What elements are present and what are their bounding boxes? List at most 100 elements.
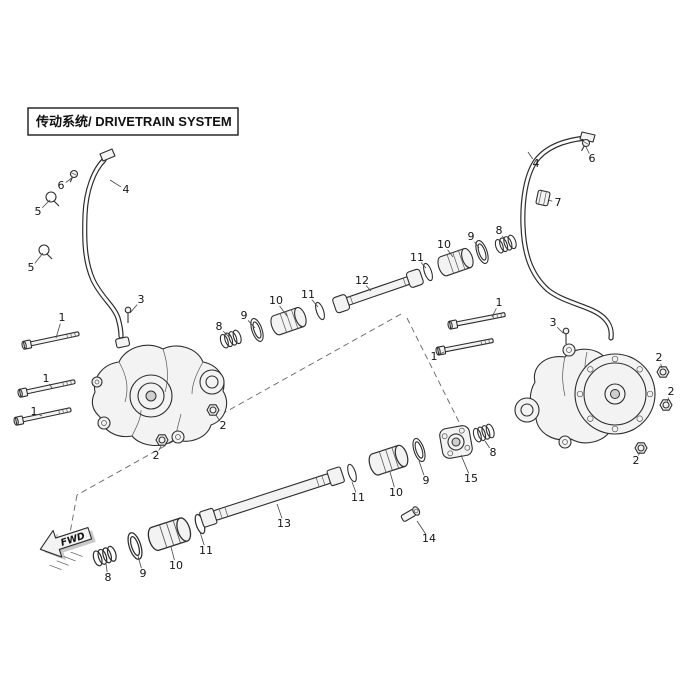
front-drive-shaft xyxy=(331,267,425,315)
part-callout-number: 11 xyxy=(199,544,213,557)
callout-leader-line xyxy=(474,241,480,249)
part-callout-number: 2 xyxy=(153,449,160,462)
callout-leader-line xyxy=(55,323,61,339)
part-callout-number: 3 xyxy=(550,316,557,329)
dashed-reference-line xyxy=(76,313,402,496)
hose-clamp xyxy=(45,191,60,207)
part-callout-number: 1 xyxy=(496,296,503,309)
title-box xyxy=(27,107,239,136)
part-callout-number: 9 xyxy=(140,567,147,580)
mounting-ears xyxy=(558,343,576,449)
callout-leader-line xyxy=(556,326,564,334)
flange-nut xyxy=(155,434,169,446)
callout-leader-line xyxy=(418,460,425,476)
part-callout-number: 8 xyxy=(105,571,112,584)
part-callout-number: 11 xyxy=(301,288,315,301)
flange-bolt xyxy=(399,505,422,524)
callout-leader-line xyxy=(420,262,427,269)
breather-hose-highlight xyxy=(83,158,123,338)
mounting-bolt xyxy=(12,405,73,427)
rear-gearbox-bolts xyxy=(434,309,507,357)
callout-leader-line xyxy=(129,304,138,314)
spring-retainer xyxy=(471,422,497,444)
callout-leader-line xyxy=(105,563,108,573)
shaft-coupling-boot xyxy=(366,443,411,478)
hose-end-fitting xyxy=(579,131,596,143)
callout-leader-line xyxy=(527,151,534,160)
locating-pin xyxy=(562,327,570,345)
rear-gearbox xyxy=(514,343,656,449)
front-breather-hose-group xyxy=(38,148,124,339)
part-callout-number: 4 xyxy=(123,183,130,196)
snap-ring xyxy=(345,462,359,484)
callout-leader-line xyxy=(311,299,319,308)
callout-leader-line xyxy=(65,176,74,183)
part-callout-number: 6 xyxy=(58,179,65,192)
callout-leader-line xyxy=(660,363,663,369)
callout-leader-line xyxy=(585,146,590,154)
fwd-indicator: FWD xyxy=(39,526,96,571)
part-callout-number: 1 xyxy=(59,311,66,324)
callout-leader-line xyxy=(484,440,491,449)
callout-leader-line xyxy=(276,503,283,519)
callout-leader-line xyxy=(222,330,230,338)
part-callout-number: 9 xyxy=(468,230,475,243)
callout-leader-line xyxy=(170,546,175,561)
output-flange xyxy=(199,369,225,395)
mounting-bolt xyxy=(20,329,81,351)
spring-retainer xyxy=(91,544,119,568)
callout-leader-line xyxy=(351,481,357,493)
part-callout-number: 2 xyxy=(633,454,640,467)
hose-end-fitting xyxy=(99,148,116,162)
callout-leader-line xyxy=(41,199,51,209)
flange-nut xyxy=(659,399,673,411)
callout-leader-line xyxy=(137,555,142,569)
part-callout-number: 15 xyxy=(464,472,478,485)
input-flange xyxy=(514,397,540,423)
retainer-ring xyxy=(409,436,429,464)
callout-leader-line xyxy=(389,471,395,488)
bearing-bore-inner xyxy=(137,382,165,410)
reference-lines xyxy=(69,313,463,534)
part-callout-number: 10 xyxy=(389,486,403,499)
main-drive-shaft xyxy=(198,465,346,529)
callout-leader-line xyxy=(447,249,454,258)
spring-retainer xyxy=(493,233,519,255)
rear-breather-hose-group xyxy=(520,131,614,341)
callout-leader-line xyxy=(501,235,506,241)
bearing-bore xyxy=(129,374,173,418)
callout-leader-line xyxy=(34,252,44,264)
flange-nut xyxy=(656,366,670,378)
dashed-reference-line xyxy=(69,494,78,534)
shaft-coupling-boot xyxy=(435,246,476,278)
part-callout-number: 9 xyxy=(241,309,248,322)
breather-fitting xyxy=(115,336,131,349)
callout-leader-line xyxy=(416,520,427,535)
part-callout-number: 14 xyxy=(422,532,436,545)
hose-clamp xyxy=(38,244,53,260)
front-gearbox-housing xyxy=(91,344,228,446)
callout-leader-line xyxy=(638,451,641,456)
part-callout-number: 5 xyxy=(28,261,35,274)
part-callout-number: 1 xyxy=(31,405,38,418)
cover-bolts xyxy=(576,355,654,433)
dashed-reference-line xyxy=(406,317,463,429)
shaft-coupling-boot xyxy=(268,305,309,337)
part-callout-number: 10 xyxy=(169,559,183,572)
hose-connector xyxy=(535,189,551,207)
part-callout-number: 2 xyxy=(220,419,227,432)
part-callout-number: 12 xyxy=(355,274,369,287)
callout-leader-line xyxy=(439,351,445,355)
flange-nut xyxy=(634,442,648,454)
part-callout-number: 2 xyxy=(668,385,675,398)
callout-leader-line xyxy=(460,454,470,474)
retainer-ring xyxy=(247,316,267,344)
mounting-ears xyxy=(91,376,185,444)
part-callout-number: 1 xyxy=(431,350,438,363)
housing-ribs xyxy=(118,348,204,440)
part-callout-number: 10 xyxy=(437,238,451,251)
callout-leader-line xyxy=(666,397,670,403)
rear-cover xyxy=(574,353,656,435)
part-callout-number: 2 xyxy=(656,351,663,364)
mounting-bolt xyxy=(434,335,495,357)
